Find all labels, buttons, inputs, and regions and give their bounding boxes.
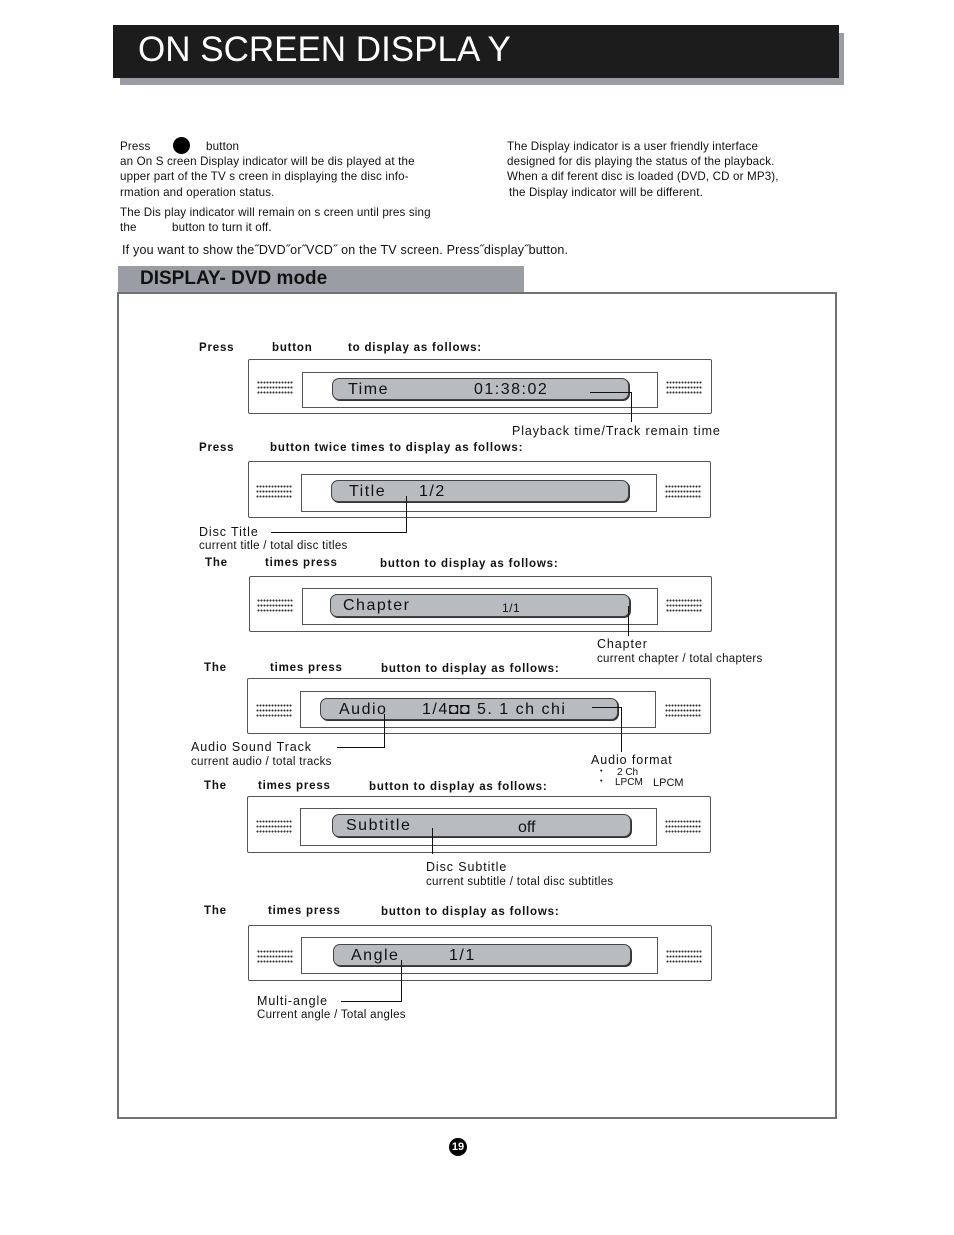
step5-word1: The bbox=[204, 780, 227, 792]
leader-line bbox=[384, 714, 385, 747]
osd-pill-angle bbox=[333, 944, 631, 966]
caption-angle: Multi-angle bbox=[257, 994, 329, 1008]
intro-left-line5: The Dis play indicator will remain on s … bbox=[120, 206, 431, 219]
leader-line bbox=[432, 828, 433, 854]
step4-word3: button to display as follows: bbox=[381, 663, 560, 675]
osd-pill-audio bbox=[320, 698, 618, 720]
speaker-dots-left bbox=[257, 598, 293, 614]
leader-line bbox=[621, 707, 622, 752]
intro-right-line2: designed for dis playing the status of t… bbox=[507, 155, 775, 168]
sub-angle: Current angle / Total angles bbox=[257, 1009, 406, 1021]
page-number: 19 bbox=[449, 1138, 467, 1156]
pill-label-title: Title bbox=[349, 483, 387, 500]
leader-line bbox=[628, 606, 629, 636]
pill-value-angle: 1/1 bbox=[449, 947, 476, 964]
pill-label-audio: Audio bbox=[339, 701, 388, 718]
intro-left-press: Press bbox=[120, 140, 151, 153]
step4-word2: times press bbox=[270, 662, 343, 674]
step5-word3: button to display as follows: bbox=[369, 781, 548, 793]
audio-format-2: LPCM bbox=[615, 777, 643, 788]
intro-left-line6a: the bbox=[120, 221, 137, 234]
section-header bbox=[118, 266, 524, 292]
sub-subtitle: current subtitle / total disc subtitles bbox=[426, 876, 614, 888]
step1-word3: to display as follows: bbox=[348, 342, 482, 354]
pill-value-chapter: 1/1 bbox=[502, 601, 521, 615]
leader-line bbox=[590, 392, 632, 393]
display-frame bbox=[117, 292, 837, 1119]
leader-line bbox=[592, 707, 622, 708]
pill-label-subtitle: Subtitle bbox=[346, 817, 412, 834]
osd-pill-title bbox=[331, 480, 629, 502]
step5-word2: times press bbox=[258, 780, 331, 792]
pill-value-title: 1/2 bbox=[419, 483, 446, 500]
caption-title: Disc Title bbox=[199, 525, 259, 539]
intro-left-line6b: button to turn it off. bbox=[172, 221, 272, 234]
pill-value-audio: 1/4◘◘ 5. 1 ch chi bbox=[422, 701, 567, 718]
step3-word2: times press bbox=[265, 557, 338, 569]
title-bar bbox=[113, 25, 839, 78]
intro-instruction: If you want to show the˝DVD˝or˝VCD˝ on t… bbox=[122, 243, 569, 257]
intro-left-line4: rmation and operation status. bbox=[120, 186, 275, 199]
bullet-icon: • bbox=[600, 778, 603, 785]
step2-word1: Press bbox=[199, 442, 235, 454]
osd-pill-subtitle bbox=[332, 814, 631, 837]
section-title: DISPLAY- DVD mode bbox=[140, 268, 328, 289]
intro-left-line2: an On S creen Display indicator will be … bbox=[120, 155, 415, 168]
pill-value-subtitle: off bbox=[518, 819, 536, 836]
caption-subtitle: Disc Subtitle bbox=[426, 860, 508, 874]
speaker-dots-right bbox=[665, 819, 701, 835]
sub-chapter: current chapter / total chapters bbox=[597, 653, 763, 665]
leader-line bbox=[271, 532, 407, 533]
leader-line bbox=[341, 1001, 402, 1002]
display-button-icon bbox=[173, 137, 190, 154]
intro-left-button: button bbox=[206, 140, 240, 153]
speaker-dots-left bbox=[256, 703, 292, 719]
leader-line bbox=[401, 960, 402, 1001]
caption-audio: Audio Sound Track bbox=[191, 740, 312, 754]
speaker-dots-right bbox=[666, 598, 702, 614]
audio-format-3: LPCM bbox=[653, 777, 684, 789]
intro-left-line3: upper part of the TV s creen in displayi… bbox=[120, 170, 409, 183]
caption-audio-format: Audio format bbox=[591, 753, 673, 767]
pill-value-time: 01:38:02 bbox=[474, 381, 549, 398]
speaker-dots-right bbox=[666, 380, 702, 396]
step6-word1: The bbox=[204, 905, 227, 917]
speaker-dots-left bbox=[257, 380, 293, 396]
speaker-dots-right bbox=[665, 484, 701, 500]
speaker-dots-left bbox=[257, 949, 293, 965]
step2-word2: button twice times to display as follows… bbox=[270, 442, 524, 454]
intro-right-line3: When a dif ferent disc is loaded (DVD, C… bbox=[507, 170, 779, 183]
step4-word1: The bbox=[204, 662, 227, 674]
step3-word1: The bbox=[205, 557, 228, 569]
step6-word3: button to display as follows: bbox=[381, 906, 560, 918]
sub-audio: current audio / total tracks bbox=[191, 756, 332, 768]
speaker-dots-left bbox=[256, 819, 292, 835]
leader-line bbox=[406, 496, 407, 532]
bullet-icon: • bbox=[600, 768, 603, 775]
step3-word3: button to display as follows: bbox=[380, 558, 559, 570]
pill-label-angle: Angle bbox=[351, 947, 400, 964]
audio-format-1: 2 Ch bbox=[617, 767, 639, 778]
step1-word1: Press bbox=[199, 342, 235, 354]
sub-title: current title / total disc titles bbox=[199, 540, 348, 552]
osd-pill-chapter bbox=[330, 594, 630, 617]
speaker-dots-left bbox=[256, 484, 292, 500]
caption-time: Playback time/Track remain time bbox=[512, 424, 721, 438]
page-title: ON SCREEN DISPLA Y bbox=[138, 30, 511, 69]
step6-word2: times press bbox=[268, 905, 341, 917]
osd-pill-time bbox=[332, 378, 629, 400]
step1-word2: button bbox=[272, 342, 313, 354]
leader-line bbox=[631, 392, 632, 422]
pill-label-chapter: Chapter bbox=[343, 597, 411, 614]
leader-line bbox=[337, 747, 385, 748]
speaker-dots-right bbox=[665, 703, 701, 719]
intro-right-line1: The Display indicator is a user friendly… bbox=[507, 140, 759, 153]
caption-chapter: Chapter bbox=[597, 637, 648, 651]
intro-right-line4: the Display indicator will be different. bbox=[509, 186, 703, 199]
pill-label-time: Time bbox=[348, 381, 389, 398]
speaker-dots-right bbox=[666, 949, 702, 965]
